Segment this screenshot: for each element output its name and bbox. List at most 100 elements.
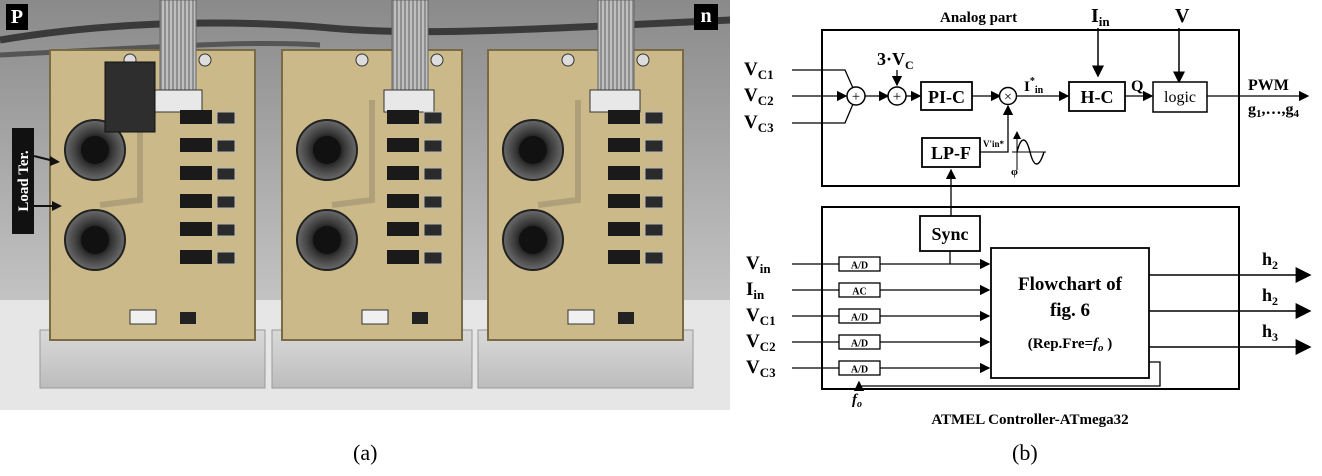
inductor-hole <box>313 136 341 164</box>
power-component <box>180 110 212 124</box>
ribbon-connector <box>384 90 434 112</box>
ic-chip <box>424 168 442 180</box>
ic-chip <box>645 196 663 208</box>
corner-label-left: P <box>11 6 23 28</box>
ic-chip <box>217 140 235 152</box>
ic-chip <box>645 112 663 124</box>
ic-chip <box>217 252 235 264</box>
inductor-hole <box>81 226 109 254</box>
filtered-voltage-label: V'in* <box>983 139 1005 149</box>
power-component <box>387 222 419 236</box>
ic-chip <box>424 140 442 152</box>
top-input-voltage: V <box>1175 5 1190 27</box>
phase-label: φ <box>1011 166 1018 178</box>
inductor-hole <box>519 226 547 254</box>
terminal-block <box>568 310 594 324</box>
flowchart-line-1: Flowchart of <box>1018 274 1123 295</box>
analog-part-title: Analog part <box>940 10 1017 26</box>
caption-b: (b) <box>1012 440 1038 466</box>
pi-controller-label: PI-C <box>928 87 965 107</box>
power-component <box>180 138 212 152</box>
q-signal-label: Q <box>1131 78 1143 95</box>
power-component <box>608 222 640 236</box>
controller-input-iin: Iin <box>746 279 765 302</box>
power-component <box>387 194 419 208</box>
ic-chip <box>618 312 634 324</box>
converter-label: A/D <box>851 261 868 272</box>
ic-chip <box>424 224 442 236</box>
corner-label-right: n <box>700 5 711 27</box>
pcb-board <box>488 50 683 340</box>
caption-a: (a) <box>353 440 377 466</box>
fo-label: fo <box>852 392 862 410</box>
power-component <box>608 138 640 152</box>
controller-input-vin: Vin <box>746 253 771 276</box>
converter-label: AC <box>852 287 866 298</box>
controller-input-vc1: VC1 <box>746 305 776 328</box>
terminal-block <box>362 310 388 324</box>
controller-input-vc3: VC3 <box>746 357 776 380</box>
ic-chip <box>424 252 442 264</box>
current-sensor <box>105 62 155 132</box>
gate-signals-label: g1,…,g4 <box>1248 101 1300 120</box>
ribbon-cable <box>160 0 196 100</box>
power-component <box>180 250 212 264</box>
ic-chip <box>424 112 442 124</box>
terminal-block <box>130 310 156 324</box>
input-vc2-label: VC2 <box>744 85 774 108</box>
power-component <box>608 250 640 264</box>
input-vc1-label: VC1 <box>744 59 774 82</box>
screw <box>199 54 211 66</box>
ribbon-cable <box>392 0 428 100</box>
ic-chip <box>217 112 235 124</box>
power-component <box>608 110 640 124</box>
power-component <box>608 194 640 208</box>
ic-chip <box>412 312 428 324</box>
ic-chip <box>645 252 663 264</box>
hysteresis-controller-label: H-C <box>1081 87 1114 107</box>
ic-chip <box>217 168 235 180</box>
logic-label: logic <box>1164 89 1196 106</box>
power-component <box>180 194 212 208</box>
load-terminal-label: Load Ter. <box>16 150 32 211</box>
converter-boards-photo: P n Load Ter. <box>0 0 730 410</box>
power-component <box>387 138 419 152</box>
plus-icon: + <box>893 89 901 105</box>
power-component <box>608 166 640 180</box>
input-vc3-label: VC3 <box>744 112 774 135</box>
ic-chip <box>217 196 235 208</box>
top-input-current: Iin <box>1091 5 1110 29</box>
inductor-hole <box>81 136 109 164</box>
ic-chip <box>180 312 196 324</box>
screw <box>431 54 443 66</box>
gain-reference-label: 3·VC <box>877 49 914 72</box>
sync-label: Sync <box>931 224 968 244</box>
ribbon-connector <box>152 90 202 112</box>
inductor-hole <box>519 136 547 164</box>
power-component <box>387 250 419 264</box>
control-block-diagram: Analog part Iin V VC1 VC2 VC3 + 3·VC + P… <box>740 0 1315 430</box>
ic-chip <box>645 140 663 152</box>
ic-chip <box>645 224 663 236</box>
converter-label: A/D <box>851 313 868 324</box>
output-h2-b: h2 <box>1262 285 1278 308</box>
converter-label: A/D <box>851 339 868 350</box>
ic-chip <box>424 196 442 208</box>
inductor-hole <box>313 226 341 254</box>
multiply-icon: × <box>1004 90 1012 105</box>
plus-icon: + <box>852 89 860 105</box>
pwm-output-label: PWM <box>1248 77 1289 94</box>
flowchart-line-2: fig. 6 <box>1050 300 1090 321</box>
converter-label: A/D <box>851 365 868 376</box>
output-h2-a: h2 <box>1262 249 1278 272</box>
ic-chip <box>645 168 663 180</box>
low-pass-filter-label: LP-F <box>931 143 971 163</box>
screw <box>562 54 574 66</box>
output-h3: h3 <box>1262 321 1278 344</box>
controller-input-vc2: VC2 <box>746 331 776 354</box>
ribbon-connector <box>590 90 640 112</box>
power-component <box>180 166 212 180</box>
power-component <box>387 166 419 180</box>
ic-chip <box>217 224 235 236</box>
power-component <box>387 110 419 124</box>
